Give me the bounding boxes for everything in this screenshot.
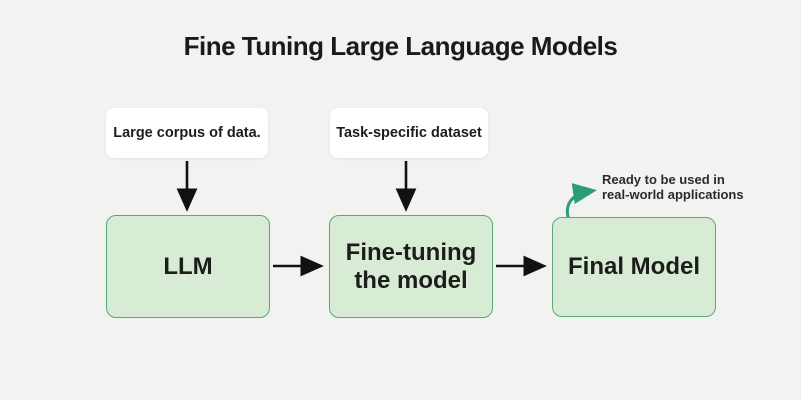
annotation-ready-text: Ready to be used in real-world applicati… [602, 172, 744, 202]
node-final-model: Final Model [552, 217, 716, 317]
node-finetuning-label: Fine-tuning the model [345, 238, 477, 294]
node-final-model-label: Final Model [568, 253, 700, 281]
input-label-task-specific: Task-specific dataset [330, 108, 488, 158]
node-llm-label: LLM [163, 252, 213, 280]
input-label-text: Task-specific dataset [336, 125, 482, 141]
input-label-large-corpus: Large corpus of data. [106, 108, 268, 158]
node-finetuning: Fine-tuning the model [329, 215, 493, 318]
input-label-text: Large corpus of data. [113, 125, 261, 141]
node-llm: LLM [106, 215, 270, 318]
diagram-title: Fine Tuning Large Language Models [183, 31, 618, 61]
